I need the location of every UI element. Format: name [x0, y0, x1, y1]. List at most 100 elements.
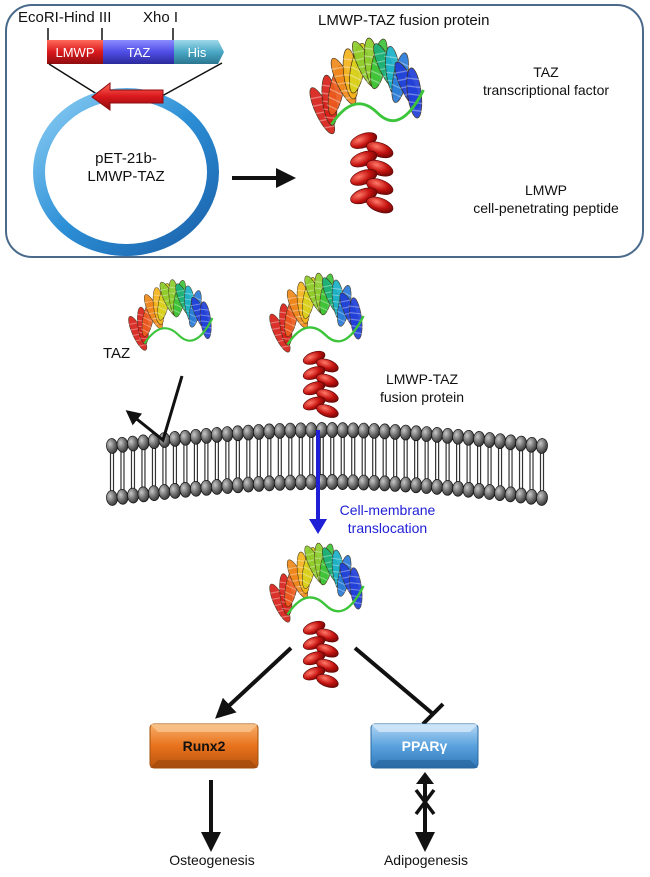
lipid-head — [148, 485, 160, 502]
protein-helix-stripe — [175, 289, 186, 293]
lipid-head — [525, 488, 538, 505]
lipid-head — [305, 422, 318, 438]
lipid-head — [284, 474, 297, 491]
connector-right — [161, 62, 223, 97]
protein-helix-stripe — [318, 305, 330, 312]
lipid-head — [106, 490, 118, 506]
protein-helix-stripe — [331, 557, 343, 561]
lipid-head — [273, 423, 286, 439]
protein-helix-stripe — [157, 306, 168, 312]
protein-helix-stripe — [269, 320, 281, 325]
lipid-head — [252, 424, 265, 440]
lipid-head — [263, 475, 276, 492]
protein-helix-stripe — [140, 328, 151, 334]
lmwp-bead — [316, 674, 339, 688]
lipid-head — [231, 425, 244, 442]
lipid-head — [305, 474, 318, 490]
lipid-head — [336, 422, 349, 438]
segment-his-label: His — [187, 45, 207, 60]
lipid-head — [294, 422, 307, 439]
lipid-head — [221, 478, 234, 494]
protein-helix-stripe — [199, 308, 210, 311]
protein-helix-stripe — [187, 319, 198, 325]
protein-loop — [286, 315, 365, 346]
protein-helix-stripe — [285, 584, 297, 591]
lipid-head — [536, 490, 548, 506]
protein-helix-stripe — [321, 284, 334, 288]
protein-helix-stripe — [335, 317, 347, 324]
lipid-head — [211, 479, 223, 495]
protein-helix-stripe — [285, 314, 297, 321]
lipid-head — [137, 486, 150, 503]
translocation-arrowhead — [309, 519, 327, 534]
protein-helix-stripe — [394, 69, 409, 75]
protein-helix-stripe — [351, 49, 366, 54]
taz-protein-structure — [127, 279, 214, 351]
protein-helix-stripe — [304, 552, 316, 556]
lipid-head — [494, 433, 506, 450]
protein-loop — [286, 585, 365, 616]
ppar-inhibition-line — [353, 646, 435, 716]
block-cross-b — [414, 788, 436, 816]
protein-helix-stripe — [190, 303, 202, 307]
segment-taz — [103, 40, 174, 64]
lipid-head — [179, 429, 192, 446]
protein-helix-stripe — [340, 291, 353, 298]
taz-desc-line1: TAZ — [533, 64, 559, 80]
protein-helix-stripe — [339, 299, 351, 303]
fusion-protein-inside-structure — [269, 542, 365, 688]
protein-helix-stripe — [370, 69, 384, 78]
protein-helix-stripe — [396, 59, 410, 68]
protein-helix-stripe — [347, 82, 362, 90]
translocation-line1: Cell-membrane — [339, 502, 436, 518]
lipid-head — [515, 487, 527, 504]
protein-helix-stripe — [321, 554, 334, 558]
segment-lmwp-label: LMWP — [55, 45, 95, 60]
ppar-inhibition-bar — [421, 702, 445, 726]
protein-helix-stripe — [286, 566, 299, 570]
lipid-head — [420, 478, 433, 494]
lipid-head — [368, 423, 381, 439]
protein-helix-stripe — [302, 572, 314, 579]
lipid-head — [494, 485, 506, 502]
lipid-head — [169, 483, 181, 499]
lipid-head — [452, 428, 464, 445]
segment-his — [174, 40, 224, 64]
protein-helix-stripe — [405, 77, 420, 81]
lipid-head — [410, 425, 423, 442]
protein-helix-stripe — [372, 51, 388, 56]
protein-helix-stripe — [302, 302, 314, 309]
protein-helix-stripe — [319, 299, 331, 306]
lipid-head — [190, 428, 202, 445]
protein-helix-stripe — [143, 300, 155, 304]
lipid-head — [284, 422, 297, 439]
cell-membrane — [106, 422, 548, 506]
runx2-box — [149, 723, 259, 769]
lipid-head — [462, 429, 475, 446]
protein-helix-stripe — [368, 77, 383, 86]
lipid-head — [127, 435, 139, 452]
lipid-head — [326, 474, 339, 490]
protein-loop — [143, 317, 214, 345]
lmwp-desc-line2: cell-penetrating peptide — [473, 200, 619, 216]
protein-helix-stripe — [300, 309, 312, 316]
adipogenesis-label: Adipogenesis — [383, 852, 469, 868]
lipid-head — [116, 488, 129, 505]
lmwp-desc-line1: LMWP — [525, 182, 567, 198]
lipid-head — [137, 434, 150, 451]
lipid-head — [504, 434, 517, 451]
taz-blocked-arrow — [125, 375, 184, 443]
protein-helix-stripe — [384, 55, 399, 59]
lipid-head — [431, 479, 443, 495]
protein-helix-stripe — [335, 587, 347, 594]
lipid-head — [483, 484, 496, 500]
lipid-head — [378, 423, 391, 440]
protein-helix-stripe — [319, 569, 331, 576]
protein-helix-stripe — [322, 124, 337, 129]
lipid-head — [515, 435, 527, 452]
lipid-head — [441, 479, 454, 496]
site-xho-label: Xho I — [143, 9, 179, 26]
lipid-head — [357, 474, 370, 491]
lipid-head — [273, 475, 286, 491]
